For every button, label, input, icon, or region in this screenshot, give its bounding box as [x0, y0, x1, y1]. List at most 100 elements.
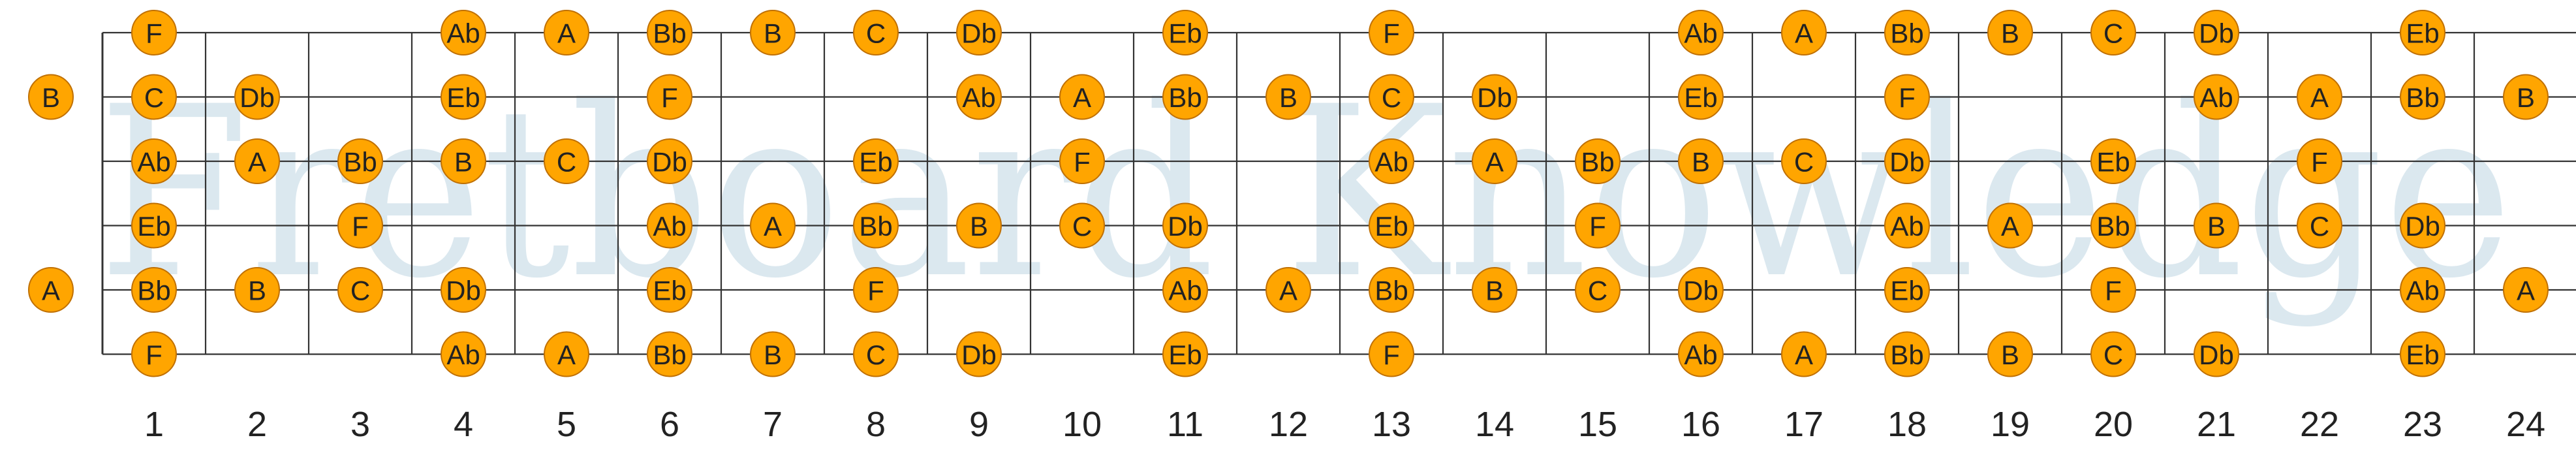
- note-circle: [1884, 74, 1930, 120]
- note-circle: [544, 10, 589, 55]
- note-circle: [750, 331, 796, 377]
- note-circle: [131, 267, 177, 313]
- note-label: Db: [1168, 211, 1203, 242]
- note-marker: B: [956, 202, 1002, 249]
- note-circle: [1575, 138, 1621, 184]
- note-label: Db: [961, 18, 997, 49]
- note-circle: [1678, 138, 1724, 184]
- note-label: C: [866, 340, 886, 370]
- note-circle: [1884, 138, 1930, 184]
- note-circle: [1884, 202, 1930, 249]
- note-circle: [1162, 10, 1208, 55]
- note-label: F: [1383, 18, 1400, 49]
- note-label: F: [1074, 147, 1091, 178]
- fret-number: 6: [660, 405, 679, 444]
- note-circle: [2503, 267, 2549, 313]
- note-circle: [2090, 331, 2136, 377]
- note-circle: [1678, 74, 1724, 120]
- note-label: F: [146, 18, 163, 49]
- note-circle: [956, 331, 1002, 377]
- fret-number: 18: [1887, 405, 1927, 444]
- note-marker: Db: [1884, 138, 1930, 184]
- note-label: Bb: [653, 340, 686, 370]
- note-circle: [1884, 267, 1930, 313]
- note-label: Bb: [859, 211, 892, 242]
- note-circle: [2297, 202, 2342, 249]
- fret-number: 23: [2403, 405, 2442, 444]
- note-marker: Eb: [1369, 202, 1414, 249]
- note-circle: [853, 331, 899, 377]
- note-marker: B: [28, 74, 74, 120]
- note-circle: [441, 331, 486, 377]
- fret-number: 15: [1578, 405, 1617, 444]
- note-marker: C: [853, 331, 899, 377]
- note-circle: [1369, 10, 1414, 55]
- note-circle: [853, 10, 899, 55]
- note-marker: A: [1059, 74, 1105, 120]
- note-circle: [234, 138, 280, 184]
- fret-number: 5: [557, 405, 576, 444]
- note-label: A: [2310, 82, 2329, 113]
- note-marker: A: [544, 10, 589, 55]
- note-label: C: [1382, 82, 1401, 113]
- note-circle: [853, 267, 899, 313]
- note-marker: Ab: [1678, 331, 1724, 377]
- note-label: Ab: [137, 147, 170, 178]
- note-marker: A: [1987, 202, 2033, 249]
- note-circle: [1575, 202, 1621, 249]
- note-label: Eb: [859, 147, 892, 178]
- note-marker: B: [1987, 331, 2033, 377]
- note-circle: [2090, 10, 2136, 55]
- note-circle: [337, 138, 383, 184]
- note-label: F: [2311, 147, 2328, 178]
- note-label: Bb: [343, 147, 377, 178]
- note-label: Eb: [446, 82, 480, 113]
- note-label: Eb: [2406, 340, 2439, 370]
- note-circle: [1987, 10, 2033, 55]
- note-circle: [647, 267, 692, 313]
- note-marker: C: [2090, 331, 2136, 377]
- note-marker: Eb: [647, 267, 692, 313]
- note-label: Eb: [1168, 18, 1202, 49]
- note-circle: [1472, 74, 1517, 120]
- note-circle: [28, 74, 74, 120]
- note-label: C: [557, 147, 576, 178]
- note-marker: Db: [956, 331, 1002, 377]
- note-circle: [2194, 202, 2239, 249]
- note-marker: B: [2194, 202, 2239, 249]
- note-marker: Bb: [2400, 74, 2445, 120]
- fret-number: 2: [247, 405, 267, 444]
- note-circle: [1162, 267, 1208, 313]
- note-label: A: [557, 18, 576, 49]
- note-circle: [234, 267, 280, 313]
- note-marker: C: [2297, 202, 2342, 249]
- note-label: Ab: [446, 18, 480, 49]
- note-label: Bb: [1890, 340, 1923, 370]
- note-marker: Bb: [647, 10, 692, 55]
- note-label: Ab: [1168, 276, 1202, 306]
- note-circle: [1369, 331, 1414, 377]
- note-marker: F: [647, 74, 692, 120]
- note-circle: [1678, 331, 1724, 377]
- note-marker: Db: [647, 138, 692, 184]
- note-label: Ab: [1684, 18, 1717, 49]
- note-marker: B: [1987, 10, 2033, 55]
- note-circle: [441, 138, 486, 184]
- note-marker: A: [28, 267, 74, 313]
- note-circle: [1781, 138, 1827, 184]
- note-marker: Bb: [337, 138, 383, 184]
- note-label: Bb: [1581, 147, 1614, 178]
- note-label: Ab: [2406, 276, 2439, 306]
- note-label: Db: [961, 340, 997, 370]
- note-label: C: [144, 82, 164, 113]
- note-label: C: [1588, 276, 1607, 306]
- note-label: Db: [240, 82, 275, 113]
- note-label: Db: [2199, 18, 2234, 49]
- note-circle: [750, 202, 796, 249]
- note-circle: [441, 10, 486, 55]
- note-label: C: [350, 276, 370, 306]
- fret-number: 20: [2094, 405, 2133, 444]
- note-marker: B: [441, 138, 486, 184]
